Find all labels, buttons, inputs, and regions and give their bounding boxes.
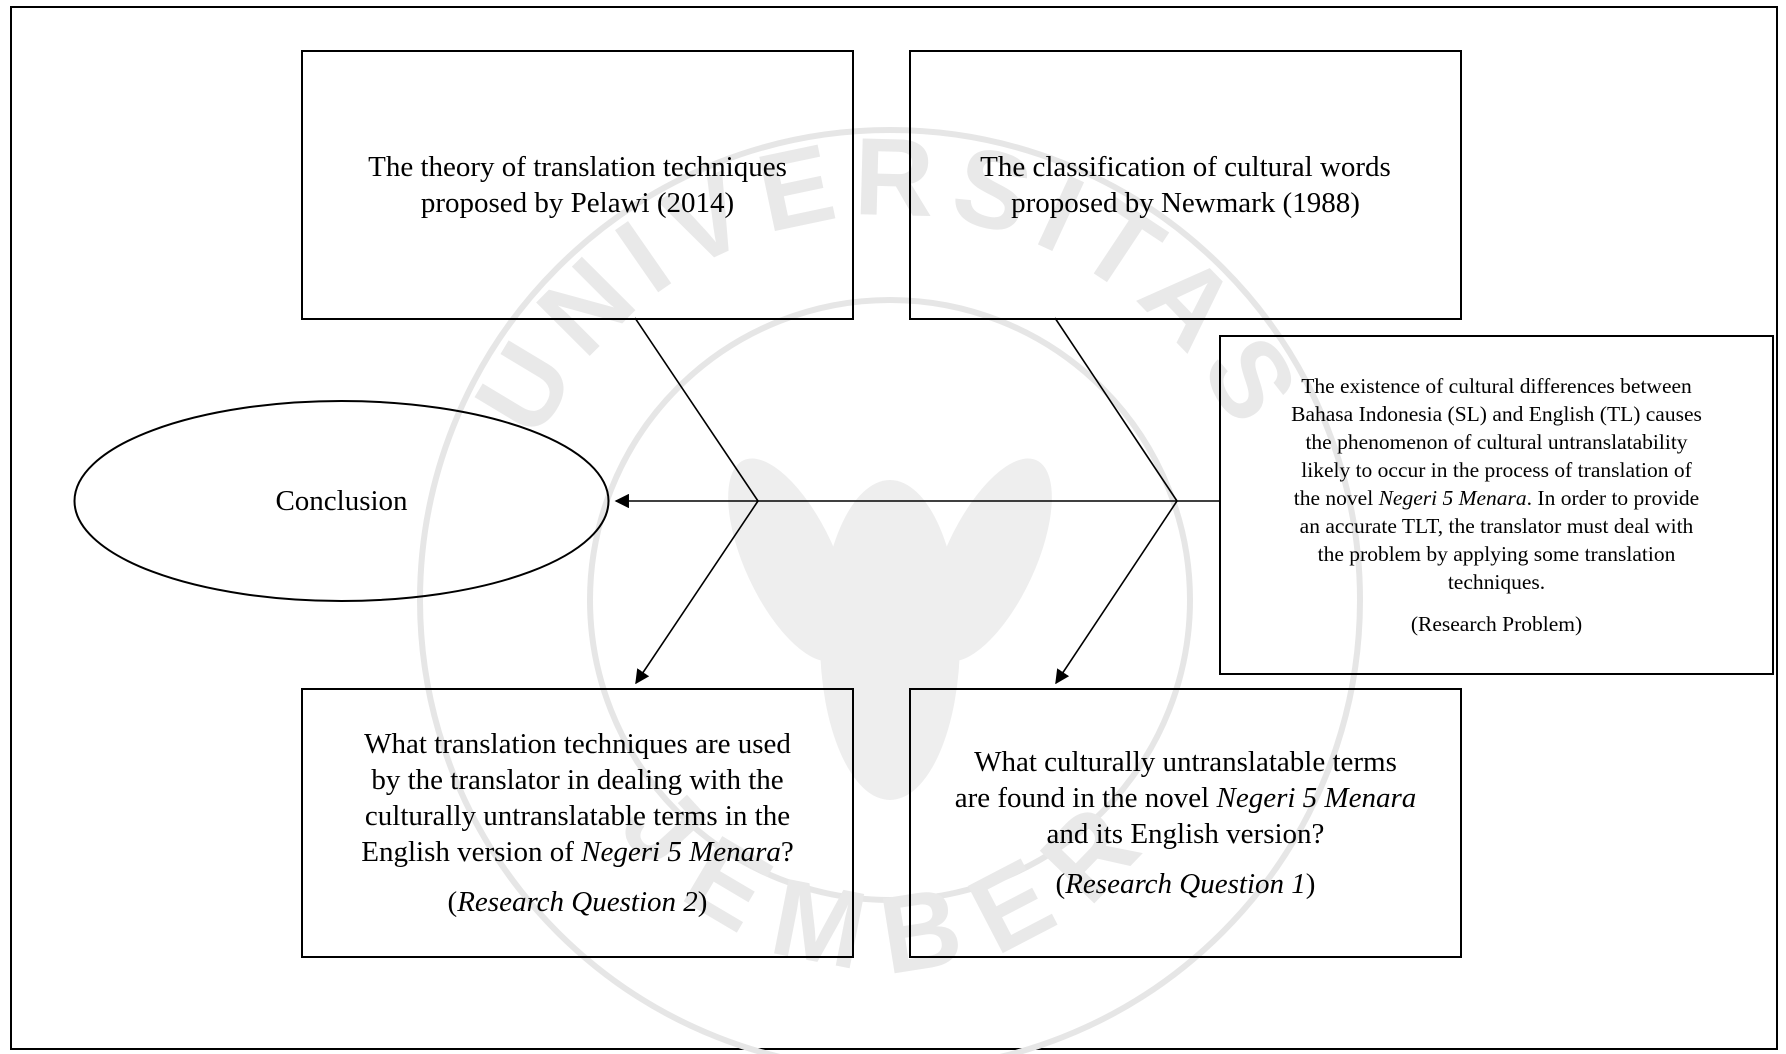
problem-line-3: the phenomenon of cultural untranslatabi… <box>1305 430 1688 454</box>
problem-line-2: Bahasa Indonesia (SL) and English (TL) c… <box>1291 402 1702 426</box>
classification-line-1: The classification of cultural words <box>980 151 1391 183</box>
research-problem-label: (Research Problem) <box>1410 612 1583 636</box>
problem-line-4: likely to occur in the process of transl… <box>1301 458 1692 482</box>
classification-line-2: proposed by Newmark (1988) <box>1011 187 1360 219</box>
rq1-line-1: What culturally untranslatable terms <box>974 746 1397 778</box>
arrow-to-question-1 <box>1055 500 1178 685</box>
research-question-1-box: What culturally untranslatable terms are… <box>909 688 1462 958</box>
novel-title: Negeri 5 Menara <box>1216 782 1417 814</box>
novel-title: Negeri 5 Menara <box>581 836 781 868</box>
theory-techniques-box: The theory of translation techniques pro… <box>301 50 854 320</box>
classification-box: The classification of cultural words pro… <box>909 50 1462 320</box>
arrow-to-question-2 <box>635 500 759 685</box>
problem-line-8: techniques. <box>1447 570 1546 594</box>
rq2-line-4: English version of Negeri 5 Menara? <box>361 836 794 868</box>
conclusion-ellipse <box>73 400 610 602</box>
problem-line-1: The existence of cultural differences be… <box>1301 374 1692 398</box>
rq1-line-3: and its English version? <box>1046 818 1325 850</box>
rq2-line-1: What translation techniques are used <box>364 728 791 760</box>
problem-line-5: the novel Negeri 5 Menara. In order to p… <box>1293 486 1700 510</box>
problem-line-7: the problem by applying some translation <box>1317 542 1676 566</box>
theory-line-1: The theory of translation techniques <box>368 151 787 183</box>
rq2-line-3: culturally untranslatable terms in the <box>364 800 791 832</box>
theory-line-2: proposed by Pelawi (2014) <box>420 187 735 219</box>
research-problem-box: The existence of cultural differences be… <box>1219 335 1774 675</box>
rq1-line-2: are found in the novel Negeri 5 Menara <box>954 782 1417 814</box>
research-question-2-box: What translation techniques are used by … <box>301 688 854 958</box>
problem-line-6: an accurate TLT, the translator must dea… <box>1299 514 1694 538</box>
rq1-label: (Research Question 1) <box>1055 868 1316 900</box>
conclusion-label: Conclusion <box>275 484 408 517</box>
rq2-line-2: by the translator in dealing with the <box>371 764 784 796</box>
link-classification-to-junction <box>1054 317 1178 502</box>
rq2-label: (Research Question 2) <box>447 886 708 918</box>
link-theory-to-junction <box>634 317 759 502</box>
novel-title: Negeri 5 Menara <box>1378 486 1527 510</box>
